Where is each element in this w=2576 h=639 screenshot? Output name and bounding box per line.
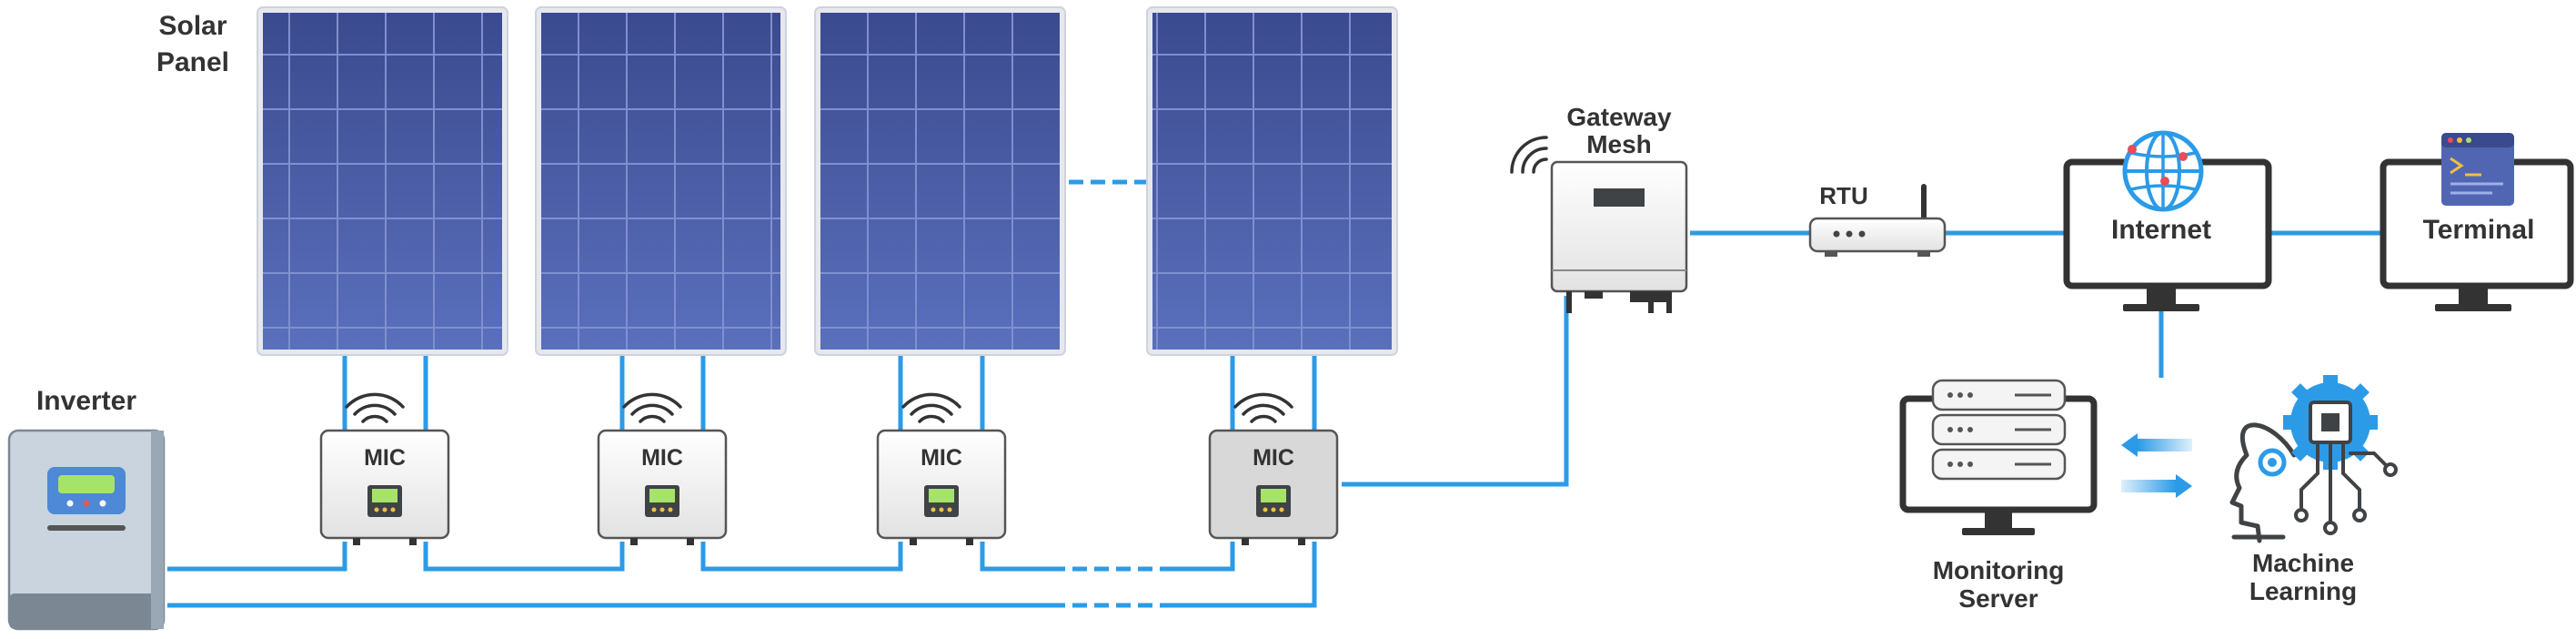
mic-label: MIC (921, 445, 962, 471)
monitoring-label-line2: Server (1958, 584, 2038, 613)
mic-label: MIC (641, 445, 683, 471)
rtu-label: RTU (1819, 182, 1867, 209)
inverter-label: Inverter (36, 386, 136, 416)
mic-device-3: MIC (876, 392, 1007, 545)
ai-head-icon (2229, 422, 2297, 543)
mic-device-1: MIC (319, 392, 450, 545)
solar-panel-label-line2: Panel (156, 47, 229, 77)
gateway-label-line1: Gateway (1566, 103, 1672, 131)
mic-label: MIC (364, 445, 406, 471)
chip-gear-icon (2283, 375, 2398, 535)
terminal-icon (2441, 133, 2514, 206)
terminal-label: Terminal (2423, 215, 2535, 245)
solar-panel-label-line1: Solar (158, 11, 226, 41)
server-icon (1931, 379, 2067, 481)
solar-panel (257, 6, 508, 356)
arrows-icon (2121, 433, 2192, 498)
solar-panel (1146, 6, 1398, 356)
monitoring-label-line1: Monitoring (1933, 556, 2065, 584)
connection-lines (167, 230, 2383, 608)
solar-panel (535, 6, 787, 356)
wifi-icon (622, 392, 682, 423)
mic-device-4: MIC (1208, 392, 1339, 545)
dashed-continuation (1051, 179, 1164, 608)
wifi-icon (1233, 392, 1293, 423)
globe-icon (2122, 130, 2204, 212)
ml-label-line2: Learning (2249, 577, 2357, 605)
inverter-device (7, 429, 166, 631)
wifi-icon (1510, 136, 1548, 174)
gateway-mesh-device (1510, 136, 1688, 313)
internet-monitor: Internet (2063, 158, 2272, 311)
mic-device-2: MIC (597, 392, 728, 545)
ml-label-line1: Machine (2252, 549, 2354, 577)
internet-label: Internet (2111, 215, 2211, 245)
mic-label: MIC (1253, 445, 1294, 471)
wifi-icon (345, 392, 405, 423)
solar-panel (814, 6, 1066, 356)
wifi-icon (901, 392, 961, 423)
gateway-label-line2: Mesh (1586, 130, 1652, 158)
router-icon (1808, 184, 1947, 257)
